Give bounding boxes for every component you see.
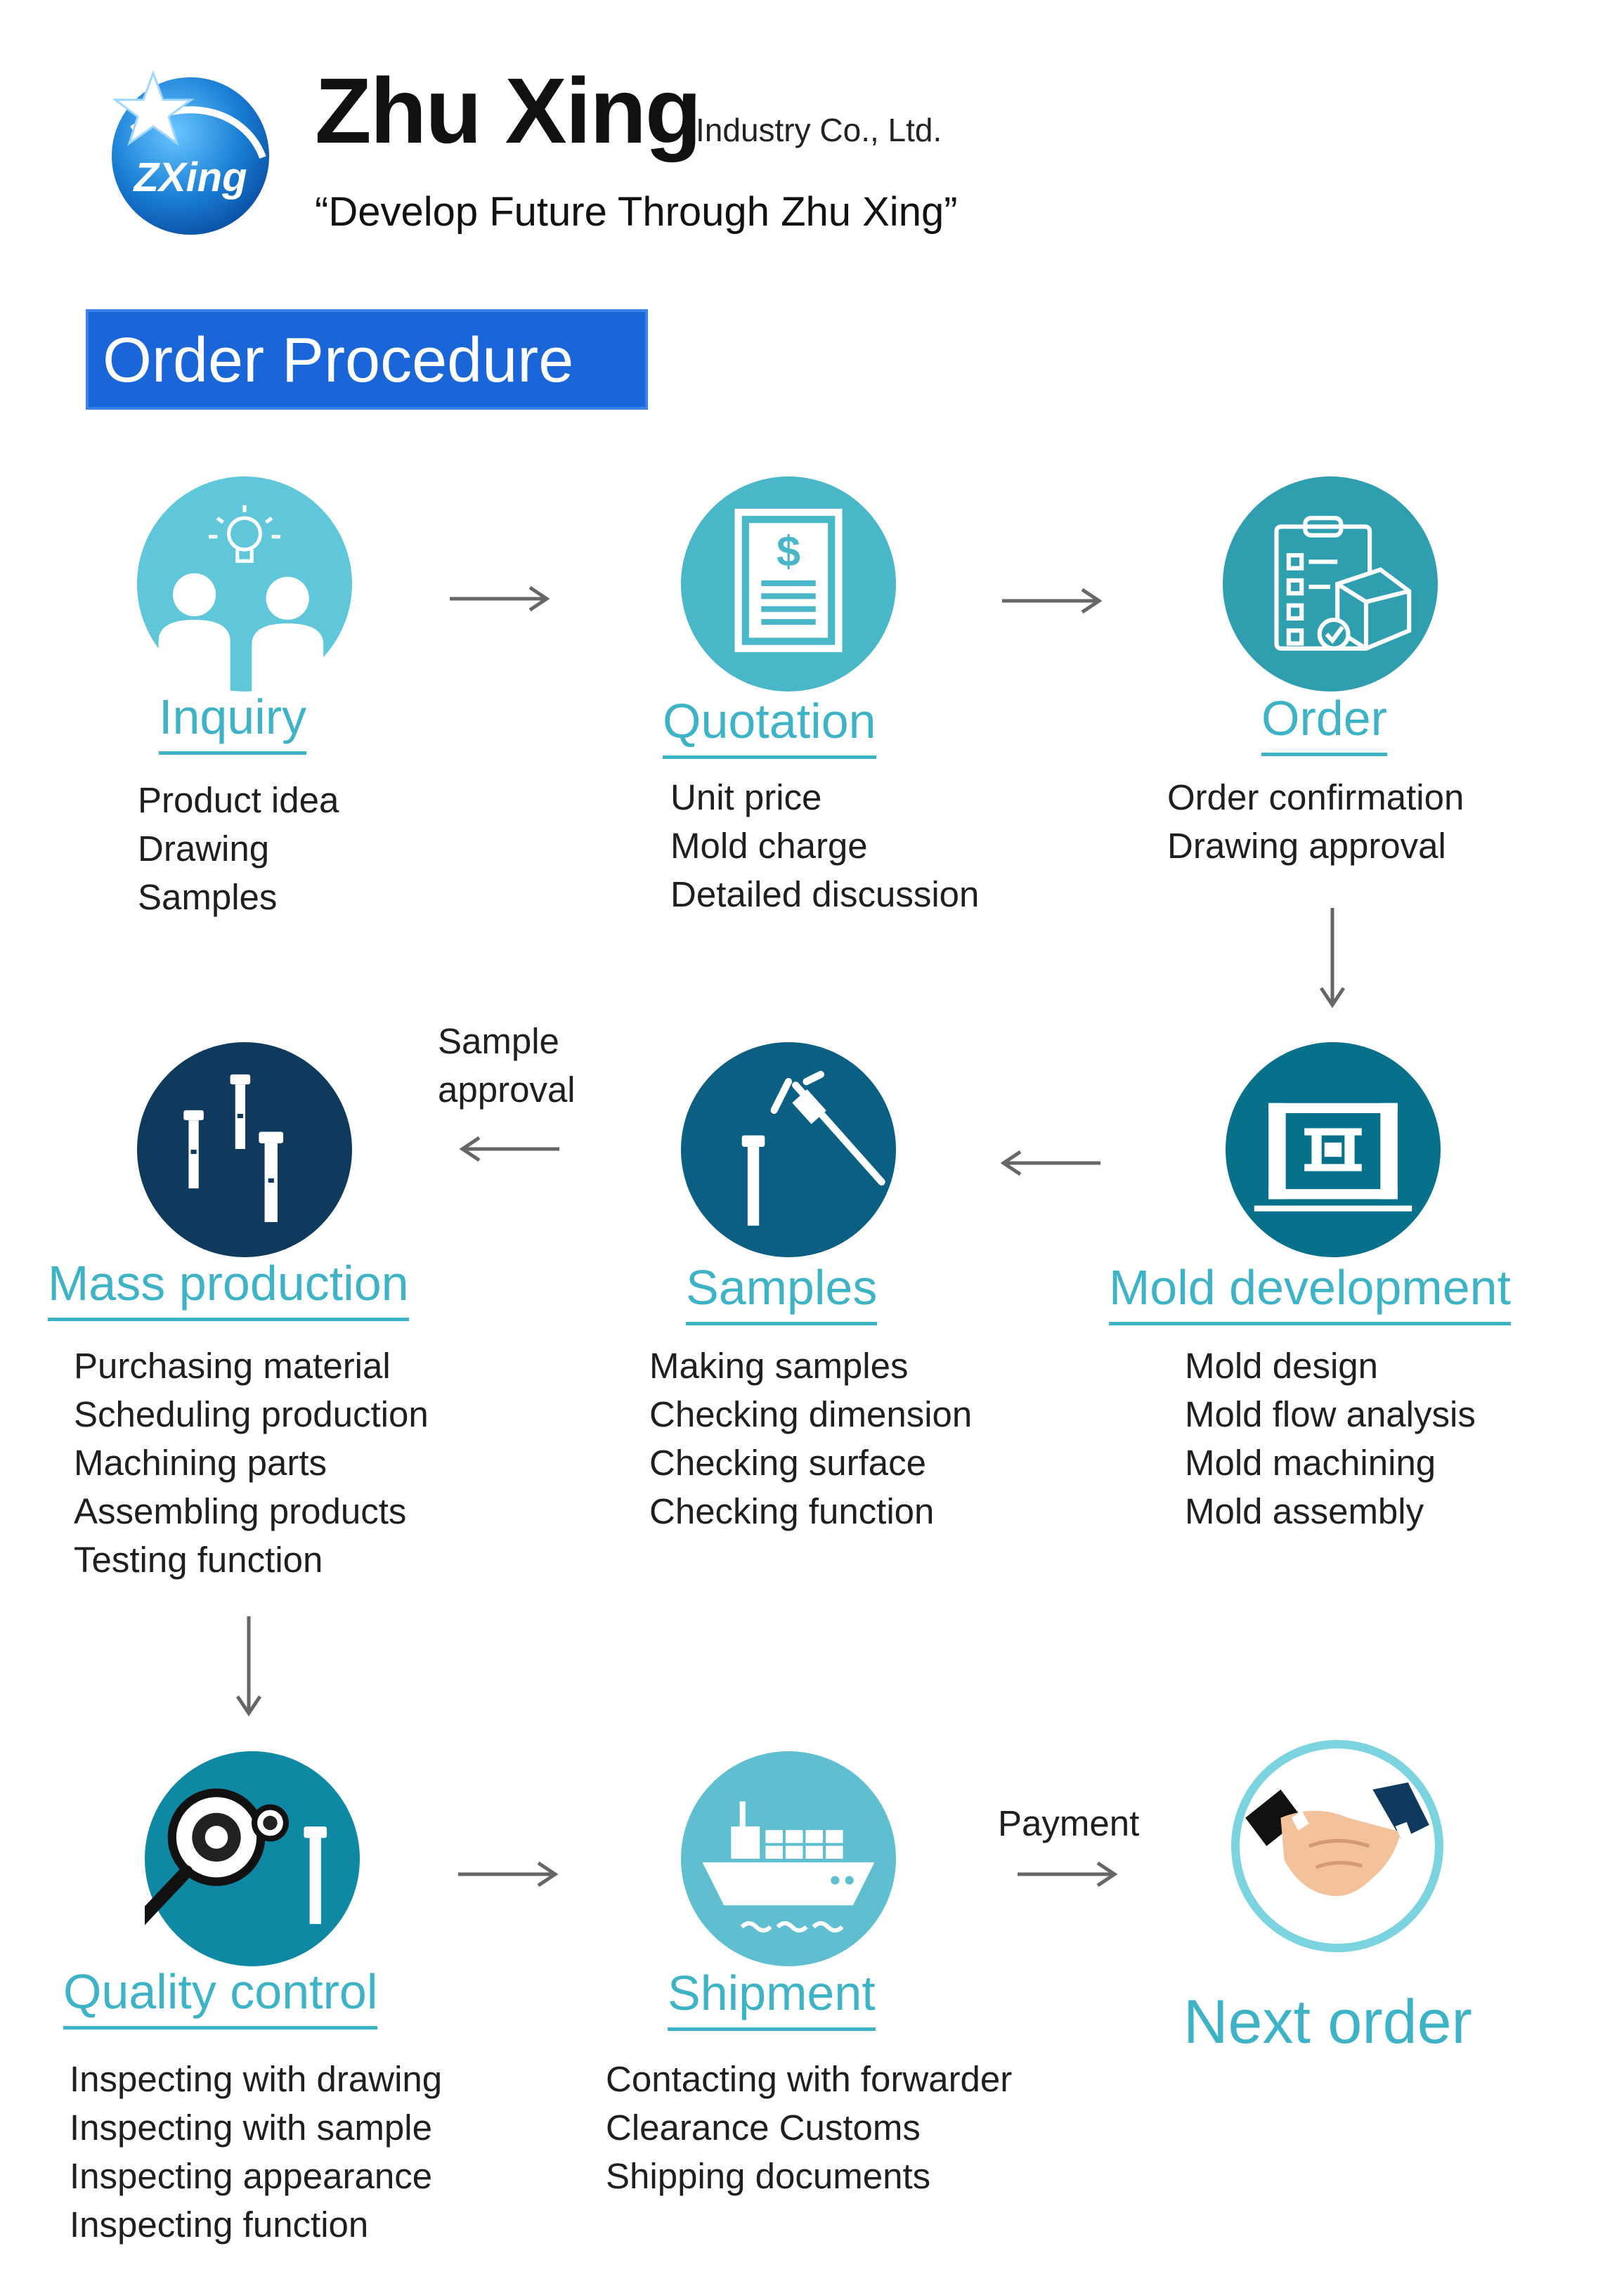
step-list-samples: Making samples Checking dimension Checki…	[649, 1342, 972, 1535]
step-list-mass-production: Purchasing material Scheduling productio…	[74, 1342, 429, 1584]
page-title: Order Procedure	[103, 325, 574, 396]
arrow-label-line: approval	[438, 1070, 576, 1110]
arrow-right-icon	[458, 1861, 559, 1888]
page-title-box: Order Procedure	[86, 309, 648, 410]
list-item: Shipping documents	[606, 2156, 931, 2196]
company-tagline: “Develop Future Through Zhu Xing”	[315, 189, 958, 235]
svg-text:$: $	[777, 528, 800, 576]
arrow-down-icon	[235, 1616, 262, 1717]
arrow-label-sample-approval: Sample approval	[438, 1017, 576, 1114]
arrow-right-icon	[450, 585, 550, 612]
list-item: Clearance Customs	[606, 2108, 921, 2148]
list-item: Mold flow analysis	[1185, 1394, 1476, 1434]
list-item: Inspecting appearance	[70, 2156, 433, 2196]
company-logo: ZXing	[104, 66, 277, 239]
caliper-part-icon	[681, 1042, 896, 1257]
list-item: Product idea	[138, 780, 339, 820]
step-list-inquiry: Product idea Drawing Samples	[138, 776, 339, 921]
brand-name: Zhu Xing	[315, 59, 702, 162]
list-item: Unit price	[670, 777, 822, 817]
arrow-label-line: Sample	[438, 1021, 559, 1061]
step-list-order: Order confirmation Drawing approval	[1167, 773, 1464, 870]
step-title-samples: Samples	[686, 1261, 878, 1325]
arrow-right-icon	[1002, 587, 1103, 614]
step-list-quotation: Unit price Mold charge Detailed discussi…	[670, 773, 979, 918]
magnifier-inspect-icon	[145, 1751, 360, 1966]
list-item: Checking function	[649, 1491, 935, 1531]
list-item: Purchasing material	[74, 1346, 391, 1386]
list-item: Drawing approval	[1167, 826, 1446, 866]
parts-icon	[137, 1042, 352, 1257]
list-item: Detailed discussion	[670, 874, 980, 914]
step-title-quality-control: Quality control	[63, 1965, 378, 2030]
list-item: Samples	[138, 877, 278, 917]
step-title-quotation: Quotation	[663, 694, 876, 759]
list-item: Drawing	[138, 829, 270, 869]
list-item: Mold design	[1185, 1346, 1378, 1386]
list-item: Checking surface	[649, 1443, 927, 1483]
brand-subtitle: Industry Co., Ltd.	[696, 112, 942, 148]
list-item: Assembling products	[74, 1491, 407, 1531]
list-item: Checking dimension	[649, 1394, 973, 1434]
list-item: Mold machining	[1185, 1443, 1436, 1483]
step-title-next-order: Next order	[1183, 1987, 1472, 2056]
step-title-mold-development: Mold development	[1109, 1261, 1511, 1325]
list-item: Mold charge	[670, 826, 868, 866]
step-list-shipment: Contacting with forwarder Clearance Cust…	[606, 2055, 1012, 2200]
list-item: Contacting with forwarder	[606, 2059, 1013, 2099]
list-item: Inspecting function	[70, 2205, 369, 2245]
arrow-label-payment: Payment	[998, 1803, 1140, 1843]
idea-people-icon	[137, 476, 352, 692]
arrow-down-icon	[1319, 908, 1346, 1008]
mold-machine-icon	[1226, 1042, 1441, 1257]
list-item: Machining parts	[74, 1443, 327, 1483]
list-item: Making samples	[649, 1346, 909, 1386]
step-title-order: Order	[1261, 692, 1387, 756]
arrow-left-icon	[1000, 1150, 1100, 1176]
list-item: Testing function	[74, 1540, 323, 1580]
step-title-inquiry: Inquiry	[159, 690, 307, 755]
handshake-icon	[1231, 1740, 1443, 1952]
clipboard-box-icon	[1223, 476, 1438, 692]
arrow-right-icon	[1018, 1861, 1118, 1888]
list-item: Inspecting with sample	[70, 2108, 432, 2148]
step-list-mold-development: Mold design Mold flow analysis Mold mach…	[1185, 1342, 1476, 1535]
list-item: Scheduling production	[74, 1394, 429, 1434]
price-document-icon: $	[681, 476, 896, 692]
list-item: Inspecting with drawing	[70, 2059, 443, 2099]
step-title-shipment: Shipment	[668, 1966, 876, 2031]
arrow-left-icon	[459, 1136, 559, 1162]
step-list-quality-control: Inspecting with drawing Inspecting with …	[70, 2055, 442, 2249]
cargo-ship-icon	[681, 1751, 896, 1966]
step-title-mass-production: Mass production	[48, 1257, 409, 1321]
list-item: Mold assembly	[1185, 1491, 1424, 1531]
logo-text: ZXing	[132, 155, 247, 200]
list-item: Order confirmation	[1167, 777, 1464, 817]
